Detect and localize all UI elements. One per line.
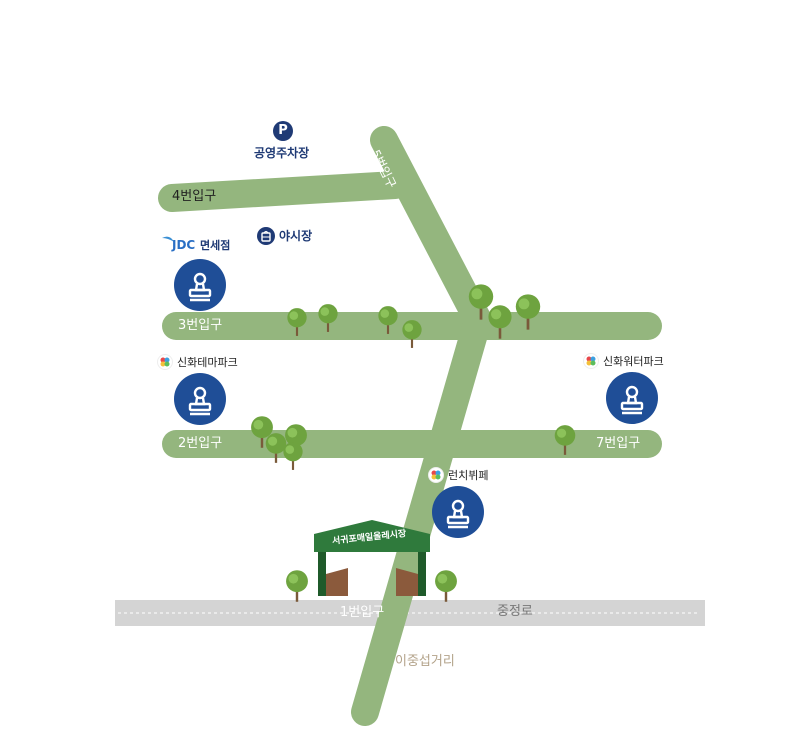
- tree-icon: [282, 441, 304, 475]
- crossroad-label: 이중섭거리: [395, 654, 455, 669]
- shinhwa-world-logo-icon: [428, 467, 444, 483]
- shinhwa-world-logo-icon: [583, 353, 599, 369]
- tree-icon: [286, 307, 308, 341]
- jdc-logo-icon: JDC: [160, 234, 200, 254]
- tree-icon: [401, 319, 423, 353]
- stamp-icon[interactable]: [432, 486, 484, 538]
- entrance-2-label: 2번입구: [178, 436, 223, 451]
- theme-park-label: 신화테마파크: [177, 356, 238, 369]
- road-5-diagonal: [370, 126, 492, 334]
- market-gate: [314, 520, 430, 596]
- lunch-buffet-label: 런치뷔페: [448, 469, 489, 482]
- tree-icon: [284, 569, 310, 607]
- tree-icon: [264, 432, 288, 468]
- entrance-4-label: 4번입구: [172, 189, 217, 204]
- parking-icon: P: [273, 121, 293, 141]
- tree-icon: [433, 569, 459, 607]
- entrance-1-label: 1번입구: [340, 605, 385, 620]
- parking-label: 공영주차장: [254, 146, 310, 160]
- night-market-label: 야시장: [279, 229, 313, 243]
- entrance-7-label: 7번입구: [596, 436, 641, 451]
- duty-free-label: 면세점: [200, 239, 231, 252]
- water-park-label: 신화워터파크: [603, 355, 664, 368]
- market-bag-icon: [257, 227, 275, 245]
- gate-entry-label: 입구: [364, 568, 388, 583]
- tree-icon: [486, 304, 514, 344]
- tree-icon: [553, 424, 577, 460]
- main-road-label: 중정로: [497, 604, 533, 619]
- stamp-icon[interactable]: [606, 372, 658, 424]
- road-4: [158, 171, 409, 212]
- tree-icon: [249, 415, 275, 453]
- tree-icon: [377, 305, 399, 339]
- stamp-icon[interactable]: [174, 373, 226, 425]
- stamp-icon[interactable]: [174, 259, 226, 311]
- road-main-diagonal: [351, 306, 492, 726]
- tree-icon: [513, 293, 543, 335]
- tree-icon: [466, 283, 496, 325]
- shinhwa-world-logo-icon: [157, 354, 173, 370]
- tree-icon: [317, 303, 339, 337]
- jdc-brand-text: JDC: [172, 238, 196, 252]
- entrance-3-label: 3번입구: [178, 318, 223, 333]
